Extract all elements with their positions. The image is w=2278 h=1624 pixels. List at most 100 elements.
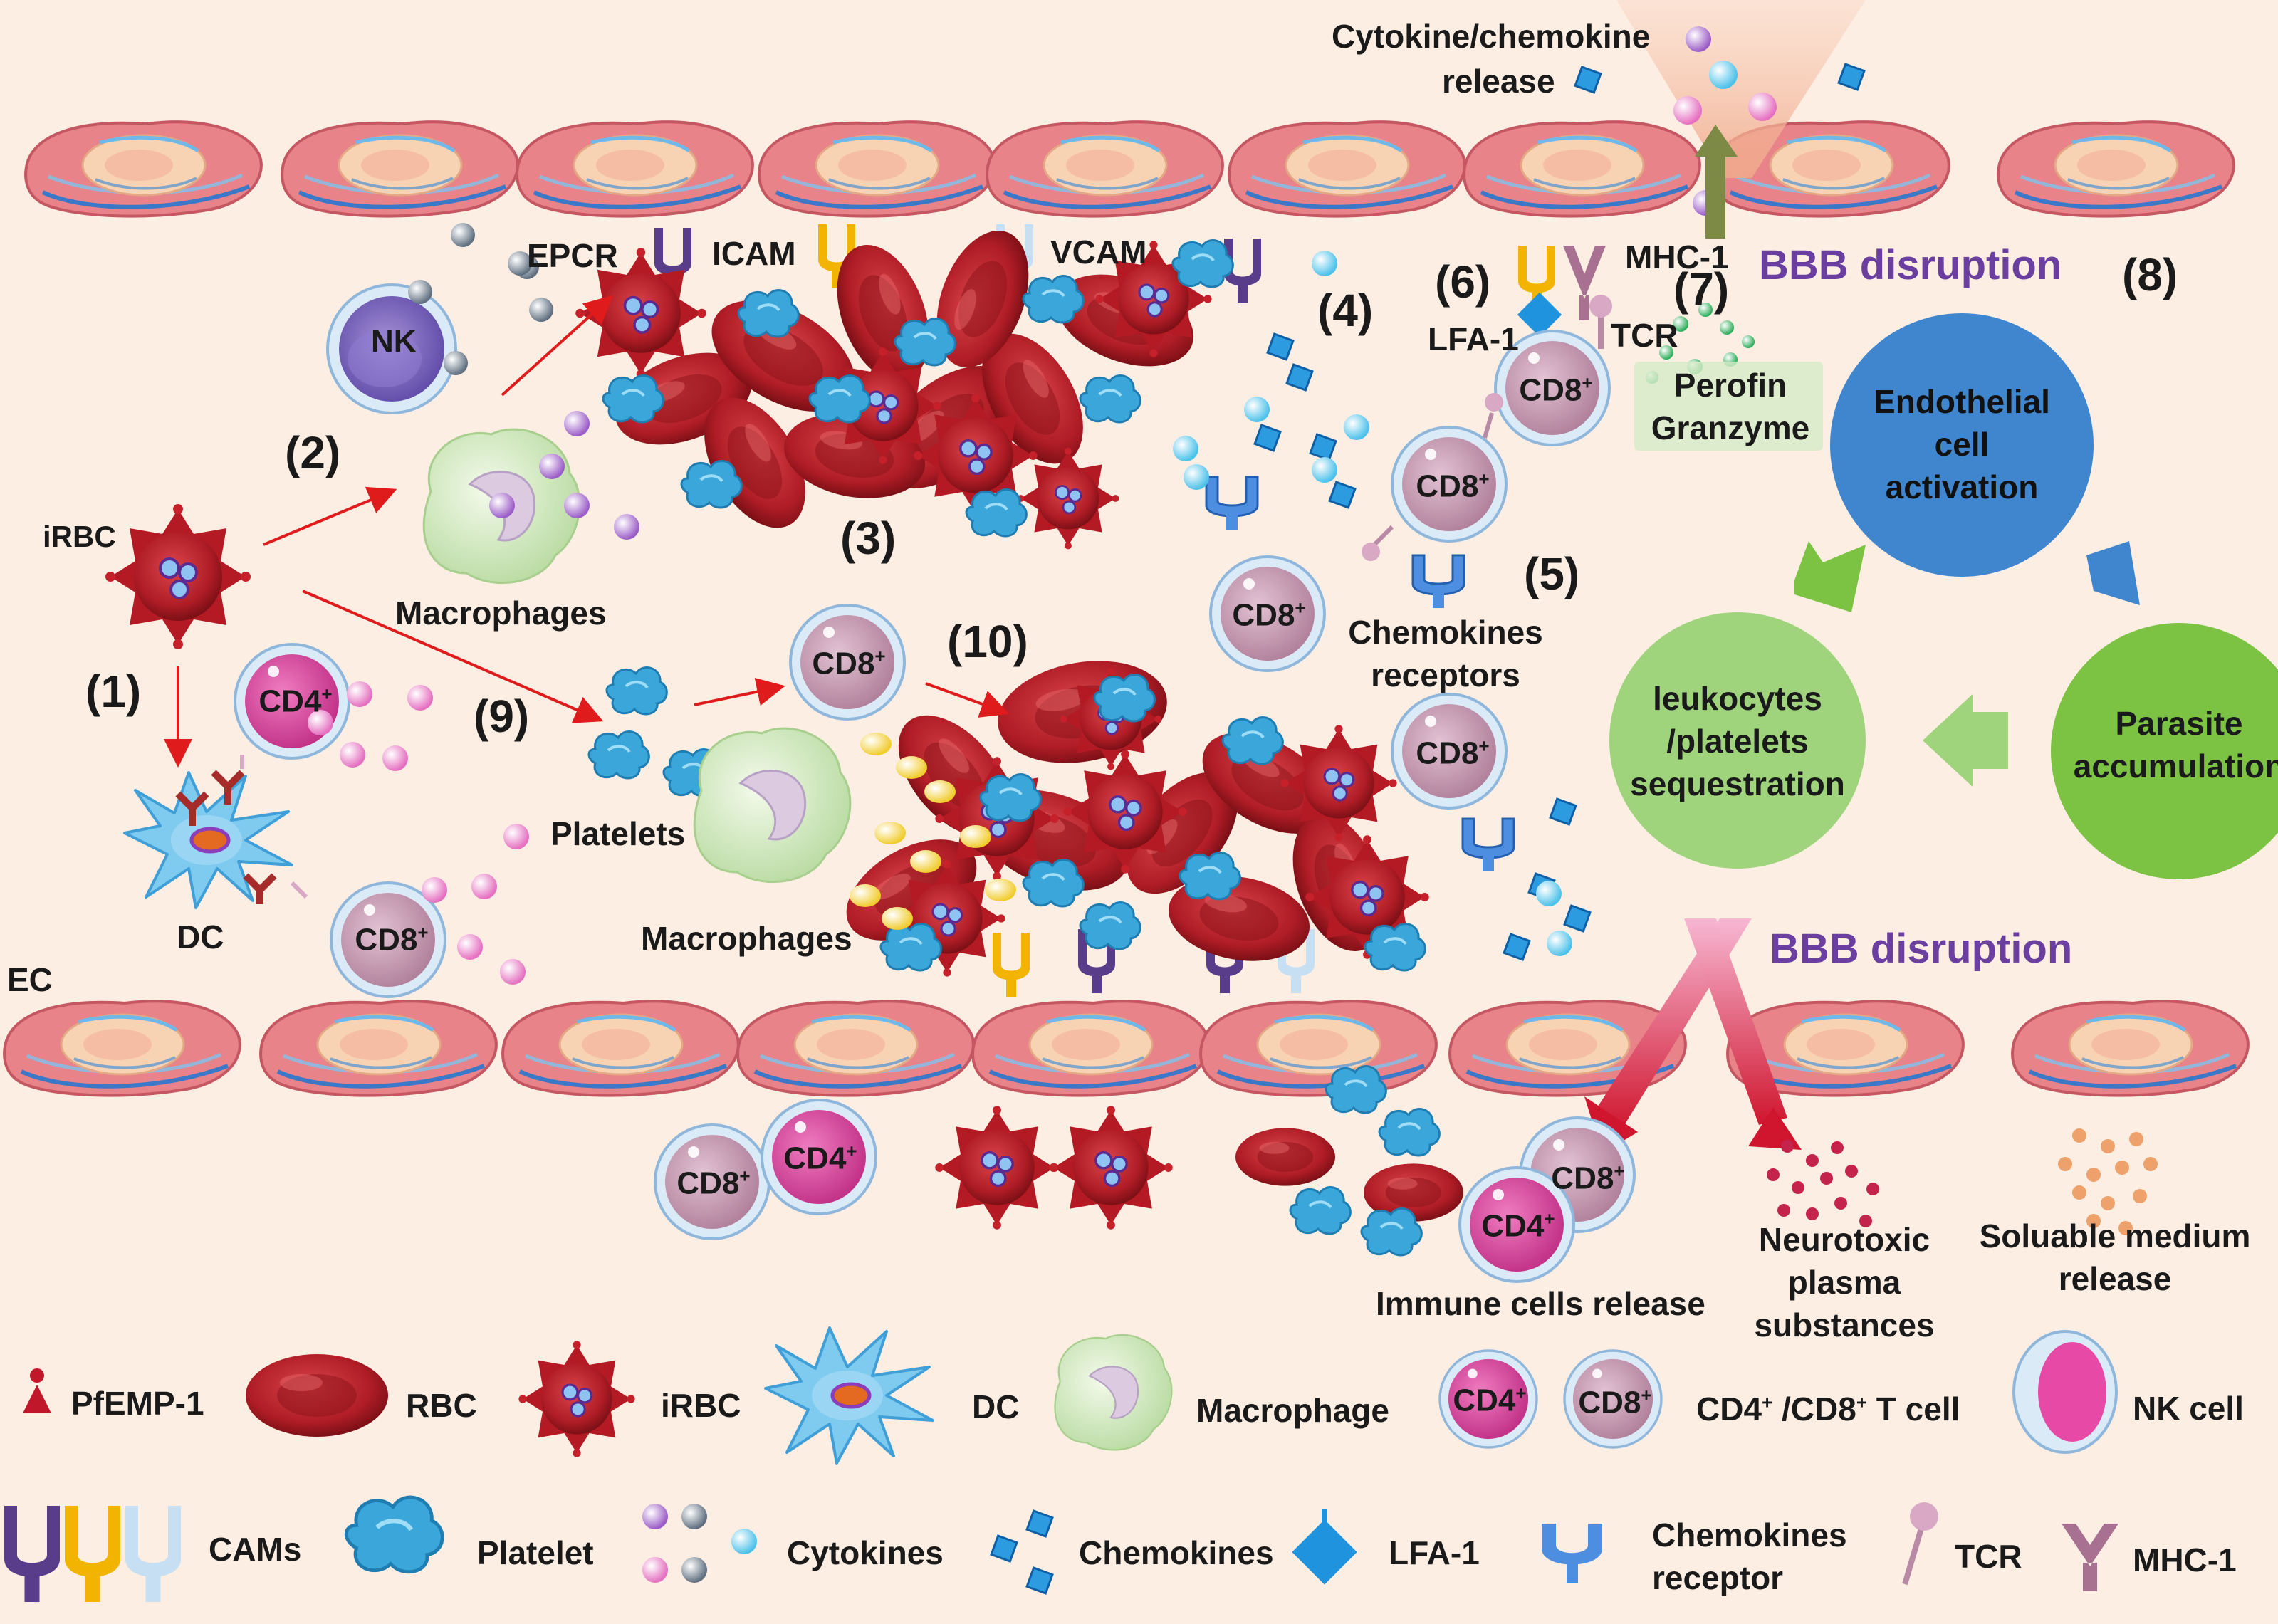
label-7: (7) bbox=[1673, 263, 1730, 315]
sequestration-cluster-bottom bbox=[829, 648, 1431, 978]
irbc-label: iRBC bbox=[43, 520, 116, 553]
parasite-label-2: accumulation bbox=[2073, 748, 2278, 785]
nk-label: NK bbox=[371, 324, 417, 359]
leukocytes-label-2: /platelets bbox=[1666, 723, 1809, 760]
neurotoxic-label-3: substances bbox=[1754, 1306, 1935, 1343]
ec-label: EC bbox=[7, 961, 53, 998]
cd8-text: CD8+ bbox=[1519, 372, 1593, 408]
label-5: (5) bbox=[1524, 548, 1580, 599]
cytokine-chemokine-label: Cytokine/chemokine bbox=[1332, 18, 1651, 55]
platelet-dot bbox=[503, 824, 529, 849]
neurotoxic-dots bbox=[1767, 1140, 1879, 1227]
legend-cytokines: Cytokines bbox=[787, 1534, 944, 1571]
cd4-text: CD4+ bbox=[258, 683, 333, 719]
irbc-below-2 bbox=[1047, 1104, 1174, 1231]
soluable-label-2: release bbox=[2058, 1260, 2172, 1297]
macrophages-mid-label: Macrophages bbox=[641, 920, 852, 957]
irbc-left bbox=[104, 503, 252, 651]
endothelial-label-3: activation bbox=[1885, 468, 2039, 505]
tcr-label: TCR bbox=[1611, 317, 1678, 354]
cd8-text: CD8+ bbox=[1578, 1384, 1652, 1420]
cycle-arrow-3 bbox=[1794, 541, 1866, 612]
soluable-label-1: Soluable medium bbox=[1979, 1217, 2251, 1254]
cd4-text: CD4+ bbox=[783, 1140, 857, 1176]
legend-platelet: Platelet bbox=[477, 1534, 594, 1571]
label-10: (10) bbox=[947, 616, 1028, 667]
legend-pfemp1: PfEMP-1 bbox=[71, 1385, 204, 1422]
release-label: release bbox=[1442, 63, 1555, 100]
legend-macrophage: Macrophage bbox=[1196, 1392, 1389, 1429]
legend-dc: DC bbox=[972, 1388, 1020, 1425]
perforin-label: Perofin bbox=[1673, 367, 1787, 404]
cd4-text: CD4+ bbox=[1453, 1382, 1527, 1418]
label-3: (3) bbox=[840, 513, 897, 564]
bbb-disruption-bottom: BBB disruption bbox=[1770, 926, 2073, 972]
legend-icons bbox=[4, 1328, 2118, 1602]
platelets-label: Platelets bbox=[550, 815, 686, 852]
bbb-disruption-top: BBB disruption bbox=[1759, 242, 2062, 288]
release-up-arrow bbox=[1695, 125, 1738, 239]
legend-irbc: iRBC bbox=[661, 1387, 741, 1424]
legend-tcr: TCR bbox=[1955, 1538, 2022, 1575]
legend-nk-cell: NK cell bbox=[2133, 1390, 2244, 1427]
legend-lfa1: LFA-1 bbox=[1389, 1534, 1480, 1571]
legend-chemokines-receptor-1: Chemokines bbox=[1652, 1516, 1847, 1554]
irbc-below-1 bbox=[934, 1104, 1060, 1231]
bottom-endothelium bbox=[4, 1001, 2248, 1095]
label-4: (4) bbox=[1317, 285, 1374, 336]
mhc1-label: MHC-1 bbox=[1625, 239, 1729, 276]
parasite-label-1: Parasite bbox=[2115, 705, 2243, 742]
rbc-below-1 bbox=[1235, 1128, 1335, 1186]
label-9: (9) bbox=[474, 691, 530, 742]
macrophage-mid bbox=[693, 727, 852, 884]
vcam-label: VCAM bbox=[1050, 234, 1147, 271]
tcr-links bbox=[1362, 393, 1503, 561]
lfa1-label: LFA-1 bbox=[1428, 320, 1519, 357]
soluable-medium-dots bbox=[2058, 1128, 2158, 1235]
pathway-arrows bbox=[164, 295, 1010, 768]
top-endothelium bbox=[26, 122, 2234, 216]
legend-mhc1: MHC-1 bbox=[2133, 1541, 2237, 1578]
neurotoxic-label-1: Neurotoxic bbox=[1758, 1221, 1930, 1258]
chemokines-receptors-label-1: Chemokines bbox=[1348, 614, 1543, 651]
leukocytes-label-1: leukocytes bbox=[1653, 680, 1822, 717]
dc-receptors bbox=[175, 755, 308, 904]
mhc1-receptor-top bbox=[1563, 246, 1606, 320]
cd8-text: CD8+ bbox=[812, 645, 886, 681]
legend-cams: CAMs bbox=[209, 1531, 302, 1568]
dc-label: DC bbox=[177, 918, 224, 955]
legend-chemokines: Chemokines bbox=[1079, 1534, 1274, 1571]
perforin-box bbox=[1634, 362, 1823, 451]
cytokine-release-beam bbox=[1616, 0, 1866, 178]
cycle-arrow-1 bbox=[2086, 541, 2140, 605]
label-2: (2) bbox=[285, 427, 341, 478]
cd8-text: CD8+ bbox=[1551, 1160, 1625, 1196]
cd8-text: CD8+ bbox=[355, 921, 429, 958]
tcr-top bbox=[1589, 295, 1612, 349]
icam-label: ICAM bbox=[712, 235, 796, 272]
cd8-text: CD8+ bbox=[1232, 597, 1306, 633]
label-1: (1) bbox=[85, 666, 142, 717]
endothelial-label-2: cell bbox=[1934, 426, 1990, 463]
legend-rbc: RBC bbox=[406, 1387, 477, 1424]
legend-chemokines-receptor-2: receptor bbox=[1652, 1559, 1784, 1596]
legend-tcell: CD4+ /CD8+ T cell bbox=[1696, 1390, 1960, 1427]
cycle-arrow-2 bbox=[1923, 694, 2008, 787]
endothelial-label-1: Endothelial bbox=[1874, 383, 2050, 420]
macrophages-top-label: Macrophages bbox=[395, 594, 607, 632]
cd8-text: CD8+ bbox=[1416, 735, 1490, 771]
parasite-accumulation-circle bbox=[2051, 623, 2278, 879]
chemokines-receptors-label-2: receptors bbox=[1371, 656, 1520, 693]
neurotoxic-label-2: plasma bbox=[1787, 1264, 1901, 1301]
immune-cells-release-label: Immune cells release bbox=[1376, 1285, 1705, 1322]
epcr-label: EPCR bbox=[527, 237, 618, 274]
cd8-text: CD8+ bbox=[1416, 468, 1490, 504]
label-6: (6) bbox=[1435, 256, 1491, 308]
leukocyte-sequestration-circle bbox=[1609, 612, 1866, 869]
cd8-text: CD8+ bbox=[676, 1165, 751, 1201]
endothelial-activation-circle bbox=[1830, 313, 2094, 577]
cd4-text: CD4+ bbox=[1481, 1207, 1555, 1244]
label-8: (8) bbox=[2122, 249, 2178, 300]
